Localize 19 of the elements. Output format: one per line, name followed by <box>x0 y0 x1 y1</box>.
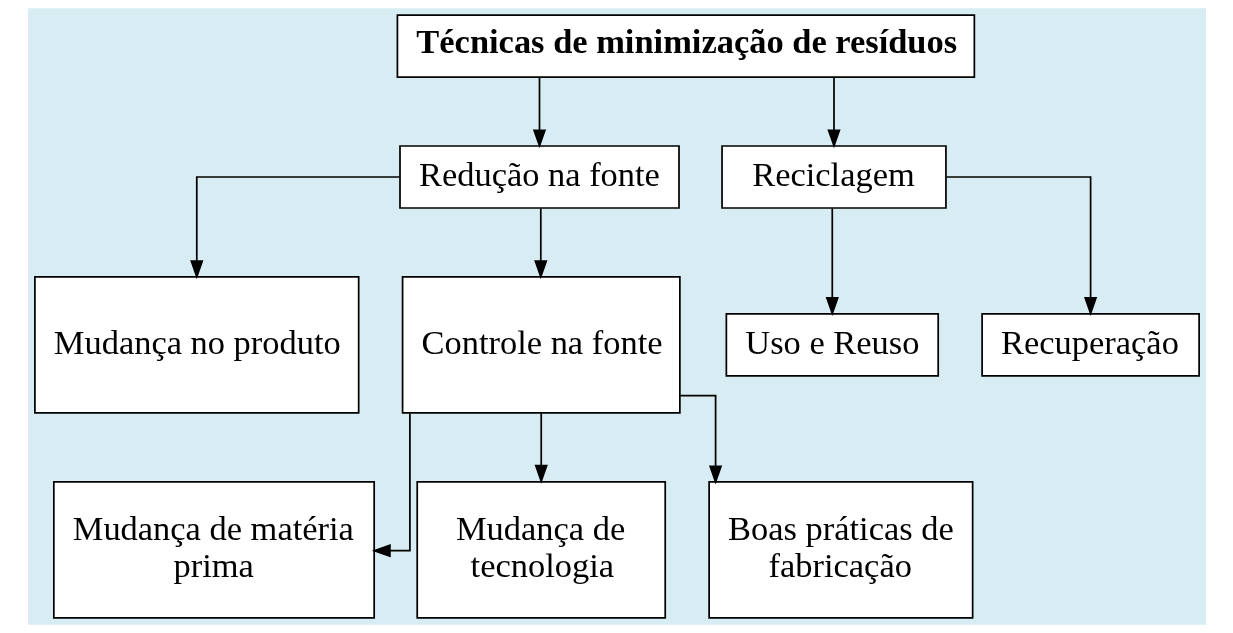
arrow <box>371 412 411 558</box>
arrow <box>825 207 839 317</box>
node-box: Mudança de matéria prima <box>52 480 375 619</box>
arrow <box>533 207 547 280</box>
arrow <box>826 76 841 149</box>
arrow <box>189 176 400 280</box>
arrow <box>532 76 546 149</box>
node-box: Reciclagem <box>720 145 947 209</box>
node-box: Mudança no produto <box>33 276 360 414</box>
node-box: Recuperação <box>980 313 1200 377</box>
node-box: Controle na fonte <box>401 276 681 414</box>
node-box: Uso e Reuso <box>725 313 939 377</box>
node-box: Técnicas de minimização de resíduos <box>396 14 975 78</box>
node-box: Redução na fonte <box>398 145 680 209</box>
arrow <box>534 412 548 484</box>
arrow <box>945 176 1097 316</box>
arrow <box>678 394 722 485</box>
node-box: Boas práticas de fabricação <box>707 480 973 619</box>
node-box: Mudança de tecnologia <box>415 480 666 619</box>
